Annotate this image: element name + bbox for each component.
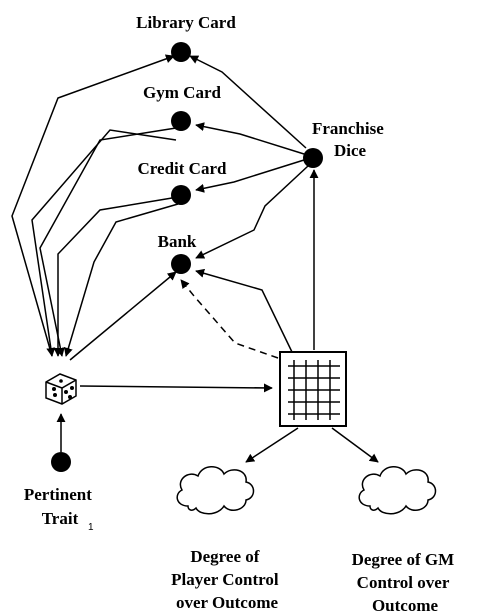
edge-grid-to-gm-cloud	[331, 427, 379, 463]
edge-card-to-die-3	[39, 127, 177, 357]
player-control-cloud-icon[interactable]	[176, 466, 255, 515]
edges	[11, 54, 379, 463]
bank-label: Bank	[158, 232, 197, 251]
library-card-node[interactable]	[171, 42, 191, 62]
edge-grid-to-bank	[195, 268, 293, 353]
edge-dice-to-gym	[195, 122, 305, 155]
edge-card-to-die-2	[53, 197, 173, 357]
gym-card-label: Gym Card	[143, 83, 221, 102]
edge-credit-to-die	[63, 203, 179, 357]
bank-node[interactable]	[171, 254, 191, 274]
edge-grid-to-bank-dashed	[180, 279, 279, 359]
edge-die-library	[11, 54, 175, 357]
gym-card-node[interactable]	[171, 111, 191, 131]
edge-die-to-bank	[69, 271, 177, 361]
edge-grid-to-player-cloud	[245, 427, 299, 463]
franchise-dice-node[interactable]	[303, 148, 323, 168]
edge-dice-to-bank	[195, 165, 309, 259]
credit-card-node[interactable]	[171, 185, 191, 205]
franchise-dice-label: Franchise Dice	[312, 119, 388, 160]
grid-table-icon[interactable]	[279, 351, 347, 427]
pertinent-trait-node[interactable]	[51, 452, 71, 472]
pertinent-trait-subscript: 1	[88, 522, 94, 533]
library-card-label: Library Card	[136, 13, 236, 32]
gm-control-label: Degree of GM Control over Outcome	[352, 550, 459, 614]
edge-dice-to-library	[189, 55, 307, 149]
nodes	[51, 42, 323, 472]
pertinent-trait-label: Pertinent Trait	[24, 485, 96, 528]
edge-die-to-grid	[79, 383, 273, 393]
gm-control-cloud-icon[interactable]	[358, 466, 437, 515]
player-control-label: Degree of Player Control over Outcome	[171, 547, 283, 612]
edge-dice-to-credit	[195, 159, 305, 193]
edge-card-to-die-1	[31, 129, 177, 357]
dice-icon[interactable]	[45, 373, 77, 405]
credit-card-label: Credit Card	[138, 159, 227, 178]
